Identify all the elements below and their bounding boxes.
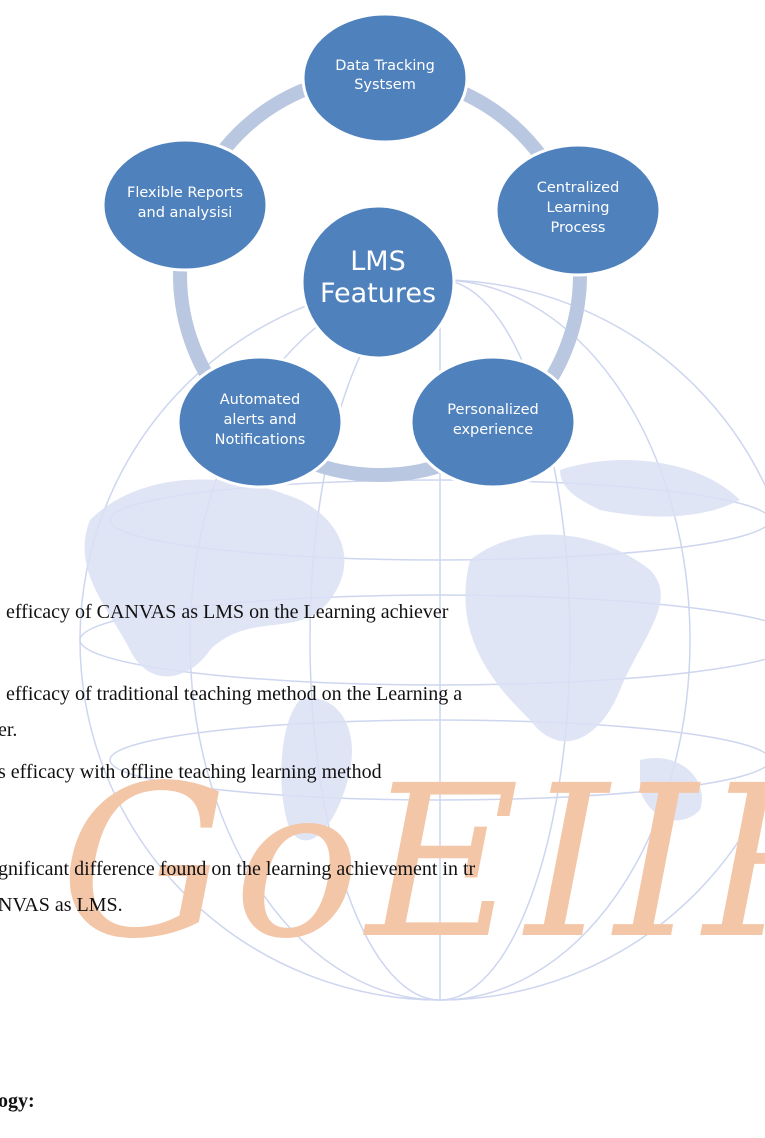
body-line-6: NVAS as LMS.: [0, 894, 123, 916]
node-data-tracking-line-1: Data Tracking: [335, 58, 435, 74]
body-line-1: efficacy of CANVAS as LMS on the Learnin…: [6, 601, 449, 623]
node-data-tracking-line-2: Systsem: [354, 77, 416, 93]
section-heading-fragment: ogy:: [0, 1090, 35, 1112]
node-personalized-line-1: Personalized: [447, 402, 538, 418]
node-centralized-line-2: Learning: [547, 200, 610, 216]
node-centralized-line-1: Centralized: [537, 180, 620, 196]
node-flexible-line-1: Flexible Reports: [127, 185, 243, 201]
node-flexible-reports: Flexible Reports and analysisi: [101, 138, 269, 272]
node-centralized-learning: Centralized Learning Process: [494, 143, 662, 277]
node-automated-alerts: Automated alerts and Notifications: [176, 355, 344, 489]
node-automated-line-2: alerts and: [224, 412, 297, 428]
node-personalized-line-2: experience: [453, 422, 533, 438]
continents-watermark: [84, 460, 740, 841]
node-automated-line-3: Notifications: [215, 432, 306, 448]
body-line-2: efficacy of traditional teaching method …: [6, 683, 463, 705]
node-automated-line-1: Automated: [220, 392, 301, 408]
node-data-tracking: Data Tracking Systsem: [301, 12, 469, 144]
node-flexible-line-2: and analysisi: [138, 205, 233, 221]
body-line-5: gnificant difference found on the learni…: [0, 858, 476, 880]
center-node-line-2: Features: [320, 278, 436, 309]
center-node-line-1: LMS: [350, 246, 405, 277]
body-line-4: s efficacy with offline teaching learnin…: [0, 761, 382, 783]
center-node: LMS Features: [300, 204, 456, 360]
node-personalized-experience: Personalized experience: [409, 355, 577, 489]
watermark-letters: GoEIIR: [60, 740, 765, 985]
body-line-3: er.: [0, 719, 18, 741]
node-centralized-line-3: Process: [550, 220, 605, 236]
lms-features-diagram: LMS Features Data Tracking Systsem Centr…: [101, 12, 662, 489]
